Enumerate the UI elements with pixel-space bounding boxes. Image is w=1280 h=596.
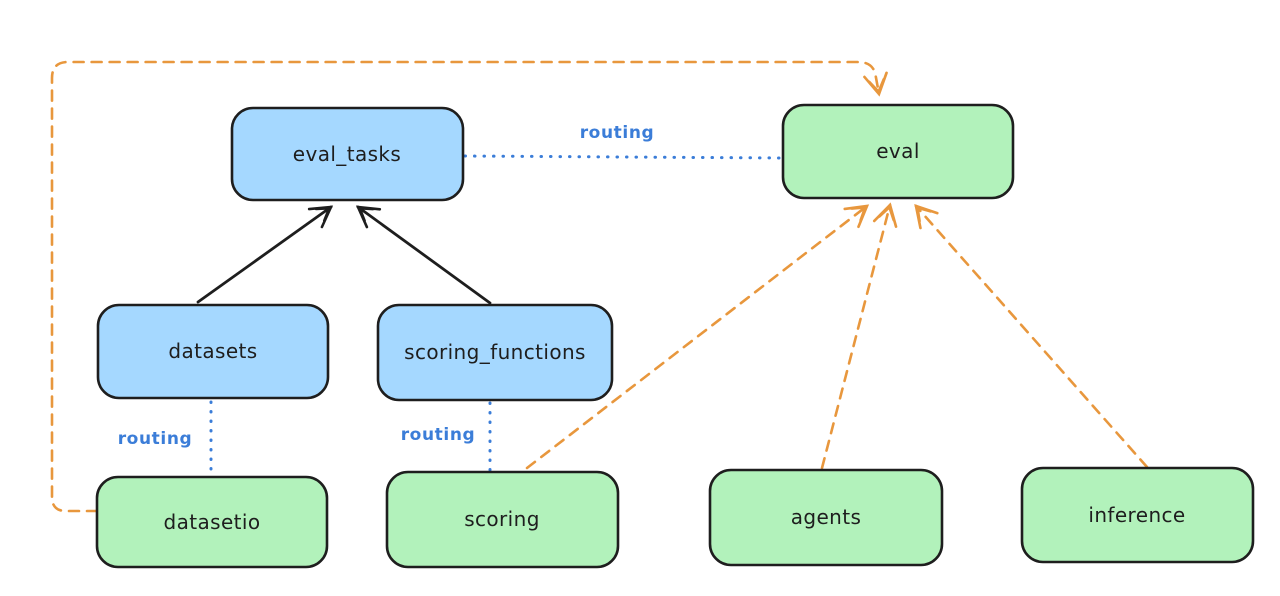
- routing-label-datasetio: routing: [118, 429, 193, 449]
- routing-label-top: routing: [580, 123, 655, 143]
- edge-datasetio-to-eval[interactable]: [50, 60, 888, 513]
- node-datasetio-label: datasetio: [163, 510, 260, 534]
- node-datasetio[interactable]: datasetio: [95, 475, 329, 569]
- node-scoring-functions-label: scoring_functions: [404, 340, 586, 364]
- node-agents-label: agents: [791, 505, 862, 529]
- node-inference[interactable]: inference: [1020, 466, 1255, 564]
- node-inference-label: inference: [1088, 503, 1185, 527]
- node-eval-label: eval: [876, 139, 920, 163]
- edge-datasets-to-eval-tasks[interactable]: [196, 205, 334, 304]
- edge-eval-tasks-to-eval-routing[interactable]: [463, 154, 784, 160]
- node-scoring-label: scoring: [464, 507, 540, 531]
- node-datasets[interactable]: datasets: [96, 303, 330, 400]
- node-eval-tasks-label: eval_tasks: [293, 142, 401, 166]
- edge-agents-to-eval[interactable]: [820, 202, 898, 470]
- node-eval[interactable]: eval: [781, 103, 1015, 200]
- node-datasets-label: datasets: [168, 339, 257, 363]
- node-scoring[interactable]: scoring: [385, 470, 620, 569]
- node-scoring-functions[interactable]: scoring_functions: [376, 303, 614, 402]
- edge-scoring-functions-to-eval-tasks[interactable]: [355, 205, 492, 305]
- routing-label-scoring: routing: [401, 425, 476, 445]
- node-eval-tasks[interactable]: eval_tasks: [230, 106, 465, 202]
- edge-inference-to-eval[interactable]: [914, 204, 1149, 469]
- edge-scoring-to-eval[interactable]: [525, 204, 870, 470]
- node-agents[interactable]: agents: [708, 468, 944, 567]
